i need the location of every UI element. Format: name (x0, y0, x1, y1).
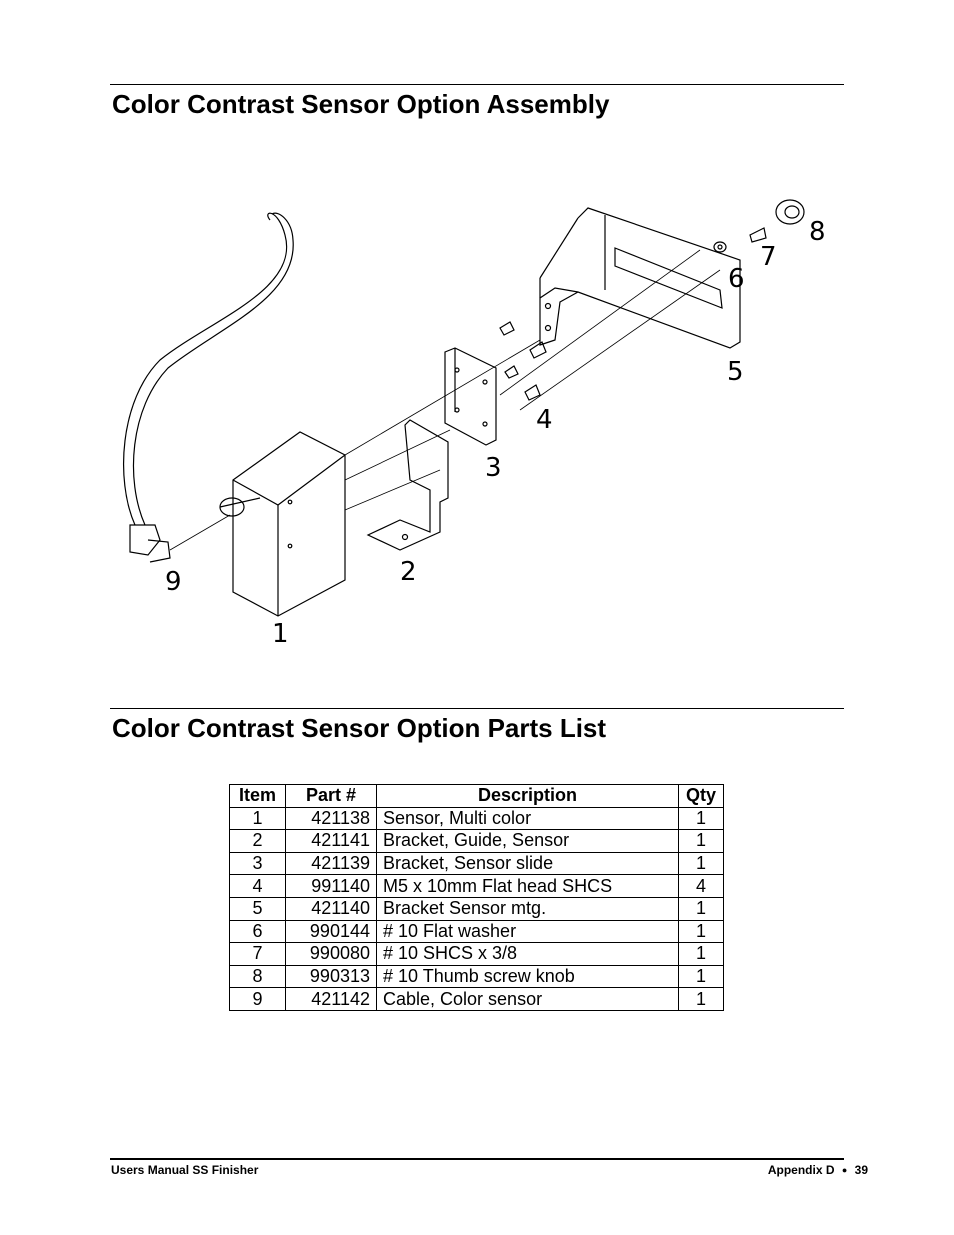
table-row: 2 421141 Bracket, Guide, Sensor 1 (229, 829, 724, 853)
cell-qty: 1 (678, 806, 724, 831)
cell-part: 421140 (285, 896, 377, 921)
callout-7: 7 (760, 242, 777, 272)
cell-qty: 1 (678, 964, 724, 989)
footer-rule (110, 1158, 844, 1160)
table-header-row: Item Part # Description Qty (229, 784, 724, 808)
washer-screw-knob (713, 199, 805, 253)
page-number: 39 (854, 1163, 868, 1177)
header-item: Item (229, 784, 286, 808)
cell-description: # 10 Thumb screw knob (376, 964, 679, 989)
cell-part: 421142 (285, 987, 377, 1011)
guide-lines (169, 249, 721, 551)
table-row: 5 421140 Bracket Sensor mtg. 1 (229, 896, 724, 921)
cell-description: # 10 SHCS x 3/8 (376, 942, 679, 966)
sensor-slide-bracket (444, 347, 497, 446)
cell-description: Cable, Color sensor (376, 987, 679, 1011)
cell-item: 9 (229, 987, 286, 1011)
callout-8: 8 (809, 217, 826, 247)
header-qty: Qty (678, 784, 724, 808)
header-part: Part # (285, 784, 377, 808)
section-rule-parts (110, 708, 844, 709)
callout-6: 6 (728, 264, 745, 294)
parts-table: Item Part # Description Qty 1 421138 Sen… (229, 784, 724, 1011)
cell-qty: 4 (678, 874, 724, 898)
footer-section: Appendix D (767, 1163, 835, 1177)
table-row: 9 421142 Cable, Color sensor 1 (229, 987, 724, 1011)
cell-part: 990144 (285, 919, 377, 944)
callout-4: 4 (536, 405, 553, 435)
table-row: 8 990313 # 10 Thumb screw knob 1 (229, 964, 724, 989)
cell-part: 991140 (285, 874, 377, 898)
cell-item: 6 (229, 919, 286, 944)
cell-qty: 1 (678, 896, 724, 921)
guide-sensor-bracket (366, 419, 449, 551)
sensor-mounting-bracket (539, 207, 741, 349)
cell-item: 1 (229, 806, 286, 831)
cell-item: 8 (229, 964, 286, 989)
cell-qty: 1 (678, 919, 724, 944)
assembly-title: Color Contrast Sensor Option Assembly (112, 89, 610, 119)
cell-qty: 1 (678, 942, 724, 966)
cell-part: 421141 (285, 829, 377, 853)
section-rule-top (110, 84, 844, 85)
cell-item: 3 (229, 851, 286, 876)
footer-bullet: ● (841, 1165, 848, 1175)
assembly-diagram: 1 2 3 4 5 6 7 8 9 (122, 199, 826, 649)
parts-list-title: Color Contrast Sensor Option Parts List (112, 713, 607, 743)
cell-description: Bracket, Sensor slide (376, 851, 679, 876)
callout-9: 9 (165, 567, 182, 597)
table-row: 6 990144 # 10 Flat washer 1 (229, 919, 724, 944)
cell-part: 990313 (285, 964, 377, 989)
callout-2: 2 (400, 557, 417, 587)
cell-qty: 1 (678, 987, 724, 1011)
cell-item: 4 (229, 874, 286, 898)
cell-part: 421139 (285, 851, 377, 876)
callout-labels: 1 2 3 4 5 6 7 8 9 (165, 217, 826, 649)
table-row: 7 990080 # 10 SHCS x 3/8 1 (229, 942, 724, 966)
callout-3: 3 (485, 453, 502, 483)
sensor-cable (122, 212, 294, 563)
cell-description: Sensor, Multi color (376, 806, 679, 831)
cell-item: 5 (229, 896, 286, 921)
cell-part: 421138 (285, 806, 377, 831)
table-row: 4 991140 M5 x 10mm Flat head SHCS 4 (229, 874, 724, 898)
cell-qty: 1 (678, 851, 724, 876)
cell-part: 990080 (285, 942, 377, 966)
cell-description: Bracket Sensor mtg. (376, 896, 679, 921)
header-description: Description (376, 784, 679, 808)
sensor-body (219, 431, 346, 617)
table-row: 3 421139 Bracket, Sensor slide 1 (229, 851, 724, 876)
cell-item: 2 (229, 829, 286, 853)
table-row: 1 421138 Sensor, Multi color 1 (229, 806, 724, 831)
callout-1: 1 (272, 619, 289, 649)
cell-item: 7 (229, 942, 286, 966)
cell-description: # 10 Flat washer (376, 919, 679, 944)
cell-qty: 1 (678, 829, 724, 853)
screws (499, 321, 547, 401)
cell-description: Bracket, Guide, Sensor (376, 829, 679, 853)
callout-5: 5 (727, 357, 744, 387)
cell-description: M5 x 10mm Flat head SHCS (376, 874, 679, 898)
footer-page-info: Appendix D ● 39 (768, 1163, 868, 1177)
footer-manual-title: Users Manual SS Finisher (111, 1163, 259, 1177)
